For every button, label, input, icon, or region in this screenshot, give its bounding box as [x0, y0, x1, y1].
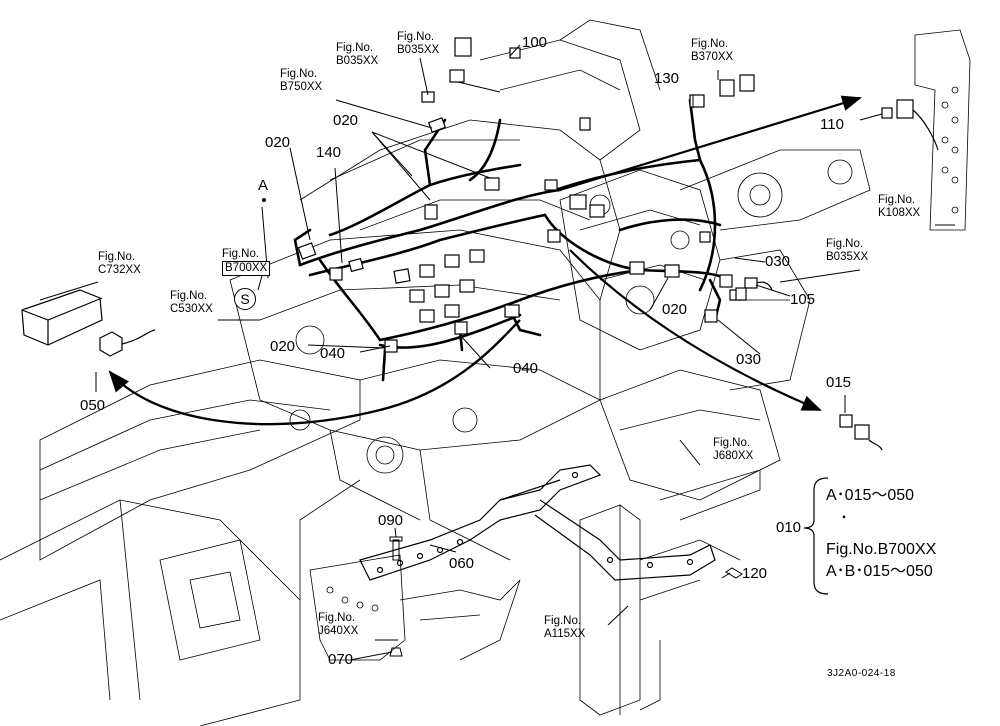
harness-lead-050 [108, 319, 521, 426]
bolts [389, 536, 743, 657]
fig-ref-b370: Fig.No.B370XX [691, 38, 734, 63]
part-label-015: 015 [826, 374, 852, 391]
part-label-090: 090 [378, 512, 404, 529]
fig-ref-c732: Fig.No.C732XX [98, 251, 141, 276]
point-a-dot [262, 198, 266, 202]
part-label-020-top: 020 [333, 112, 359, 129]
legend-line-1: A･015～050 [826, 487, 915, 504]
legend-line-4: A･B･015～050 [826, 563, 933, 580]
part-label-030-lower: 030 [736, 351, 762, 368]
frame-outline [0, 19, 971, 726]
wire-harness [293, 98, 732, 382]
bracket-060 [359, 464, 716, 581]
part-label-070: 070 [328, 651, 354, 668]
s-badge: S [234, 288, 256, 310]
part-label-010: 010 [776, 519, 802, 536]
legend-line-2: ･ [840, 510, 849, 527]
part-label-060: 060 [449, 555, 475, 572]
fig-ref-b035-b: Fig.No.B035XX [397, 31, 440, 56]
part-label-120: 120 [742, 565, 768, 582]
part-label-040-right: 040 [513, 360, 539, 377]
loose-parts [21, 99, 939, 451]
fig-ref-k108: Fig.No.K108XX [878, 194, 921, 219]
part-label-140: 140 [316, 144, 342, 161]
part-label-050: 050 [80, 397, 106, 414]
fig-ref-b750: Fig.No.B750XX [280, 68, 323, 93]
fig-ref-b700: Fig.No.B700XX [222, 248, 271, 276]
fig-ref-a115: Fig.No.A115XX [544, 615, 586, 640]
part-label-020-top-left: 020 [265, 134, 291, 151]
part-label-100: 100 [522, 34, 548, 51]
fig-ref-c530: Fig.No.C530XX [170, 290, 213, 315]
legend-line-3: Fig.No.B700XX [826, 541, 937, 558]
fig-ref-b035-a: Fig.No.B035XX [336, 42, 379, 67]
part-label-020-bottom: 020 [270, 338, 296, 355]
arrows [559, 95, 862, 412]
part-label-105: 105 [790, 291, 816, 308]
part-label-110: 110 [820, 116, 844, 133]
part-label-a: A [258, 177, 269, 194]
drawing-code: 3J2A0-024-18 [827, 668, 896, 679]
fig-ref-j640: Fig.No.J640XX [318, 612, 359, 637]
fig-ref-j680: Fig.No.J680XX [713, 437, 754, 462]
part-label-030-upper: 030 [765, 253, 791, 270]
leader-lines [39, 44, 955, 661]
part-label-040-left: 040 [320, 345, 346, 362]
fig-ref-b035-c: Fig.No.B035XX [826, 238, 869, 263]
part-label-130: 130 [654, 70, 680, 87]
legend-brace [803, 477, 829, 595]
part-label-020-right: 020 [662, 301, 688, 318]
